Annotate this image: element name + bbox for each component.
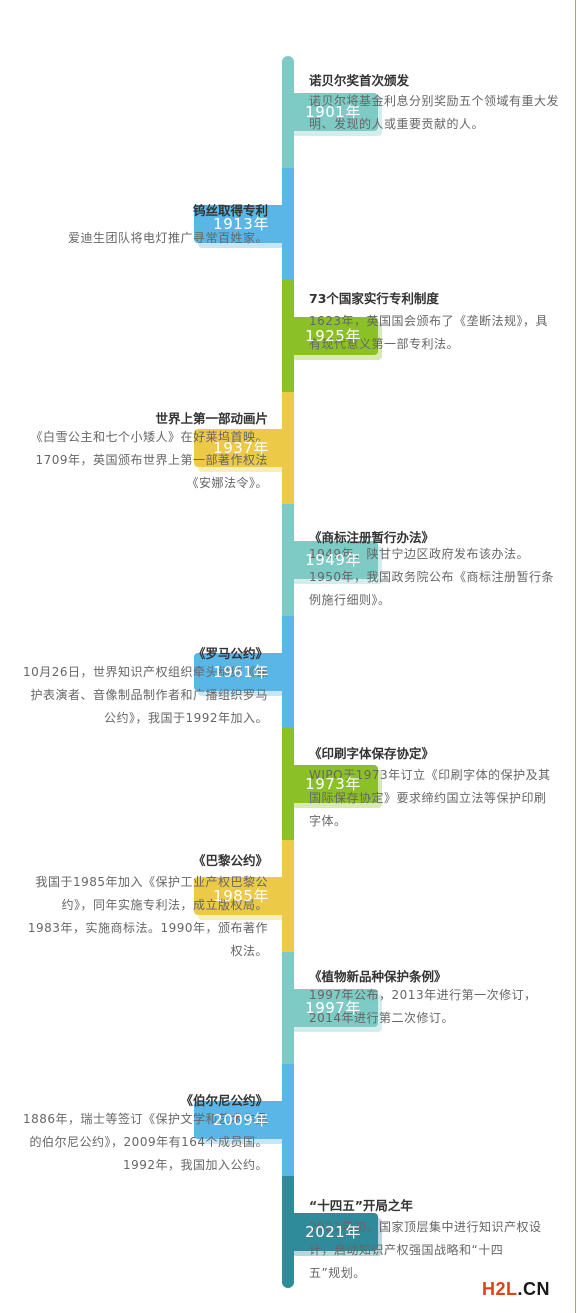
year-label: 1961年 [213, 663, 269, 681]
year-tag: 2021年 [288, 1213, 382, 1256]
description-line: 1997年公布，2013年进行第一次修订， [309, 988, 537, 1002]
year-tag: 1913年 [194, 205, 292, 248]
year-tag: 1997年 [288, 989, 382, 1032]
year-label: 1973年 [305, 775, 361, 793]
year-tag: 2009年 [194, 1101, 292, 1144]
event-title: 73个国家实行专利制度 [309, 291, 439, 306]
description-line: 有现代意义第一部专利法。 [309, 337, 460, 351]
timeline-spine-segment [282, 392, 294, 504]
timeline-spine-segment [282, 168, 294, 280]
event-title: 《印刷字体保存协定》 [309, 746, 435, 761]
event-description: 2021年初，国家顶层集中进行知识产权设计，启动知识产权强国战略和“十四五”规划… [309, 1216, 575, 1285]
timeline-spine-segment [282, 616, 294, 728]
description-line: 1983年，实施商标法。1990年，颁布著作 [27, 921, 268, 935]
year-label: 2009年 [213, 1111, 269, 1129]
event-title: 世界上第一部动画片 [155, 411, 268, 426]
description-line: 国际保存协定》要求缔约国立法等保护印刷 [309, 791, 547, 805]
year-tag: 1961年 [194, 653, 292, 696]
site-logo: H2L.CN [482, 1279, 550, 1300]
logo-cn: .CN [517, 1279, 551, 1299]
event-description: 1949年，陕甘宁边区政府发布该办法。 1950年，我国政务院公布《商标注册暂行条… [309, 543, 575, 612]
description-line: 1623年，英国国会颁布了《垄断法规》，具 [309, 314, 549, 328]
year-label: 1985年 [213, 887, 269, 905]
description-line: 《白雪公主和七个小矮人》在好莱坞首映。 [30, 430, 268, 444]
description-line: 字体。 [309, 814, 347, 828]
description-line: 五”规划。 [309, 1266, 366, 1280]
description-line: 1992年，我国加入公约。 [122, 1158, 268, 1172]
description-line: 例施行细则》。 [309, 593, 391, 607]
description-line: 2021年初，国家顶层集中进行知识产权设 [309, 1220, 542, 1234]
event-description: 1886年，瑞士等签订《保护文学和艺术作品的伯尔尼公约》，2009年有164个成… [0, 1108, 268, 1177]
description-line: 2014年进行第二次修订。 [309, 1011, 455, 1025]
year-label: 1997年 [305, 999, 361, 1017]
event-title: 《罗马公约》 [192, 646, 268, 661]
event-description: 10月26日，世界知识产权组织牵头缔结《保护表演者、音像制品制作者和广播组织罗马… [0, 661, 268, 730]
description-line: 我国于1985年加入《保护工业产权巴黎公 [35, 875, 268, 889]
timeline-spine-segment [282, 840, 294, 952]
year-tag: 1937年 [194, 429, 292, 472]
event-title: 《伯尔尼公约》 [180, 1093, 268, 1108]
description-line: 明、发现的人或重要贡献的人。 [309, 117, 485, 131]
year-label: 1925年 [305, 327, 361, 345]
event-title: 《巴黎公约》 [192, 853, 268, 868]
year-tag: 1985年 [194, 877, 292, 920]
event-title: “十四五”开局之年 [309, 1198, 413, 1213]
year-tag: 1949年 [288, 541, 382, 584]
year-label: 1937年 [213, 439, 269, 457]
description-line: 1709年，英国颁布世界上第一部著作权法 [35, 453, 268, 467]
year-label: 1901年 [305, 103, 361, 121]
description-line: 1949年，陕甘宁边区政府发布该办法。 [309, 547, 530, 561]
description-line: 计，启动知识产权强国战略和“十四 [309, 1243, 504, 1257]
description-line: 1950年，我国政务院公布《商标注册暂行条 [309, 570, 555, 584]
event-title: 诺贝尔奖首次颁发 [309, 73, 410, 88]
year-label: 2021年 [305, 1223, 361, 1241]
description-line: 10月26日，世界知识产权组织牵头缔结《保 [22, 665, 268, 679]
event-title: 《植物新品种保护条例》 [309, 969, 447, 984]
description-line: 护表演者、音像制品制作者和广播组织罗马 [30, 688, 268, 702]
event-description: 我国于1985年加入《保护工业产权巴黎公约》，同年实施专利法，成立版权局。198… [0, 871, 268, 963]
event-description: 爱迪生团队将电灯推广寻常百姓家。 [0, 227, 268, 250]
year-tag: 1901年 [288, 93, 382, 136]
description-line: 的伯尔尼公约》，2009年有164个成员国。 [29, 1135, 268, 1149]
description-line: 公约》，我国于1992年加入。 [103, 711, 268, 725]
year-label: 1949年 [305, 551, 361, 569]
event-description: 诺贝尔将基金利息分别奖励五个领域有重大发明、发现的人或重要贡献的人。 [309, 90, 575, 136]
event-description: 《白雪公主和七个小矮人》在好莱坞首映。 1709年，英国颁布世界上第一部著作权法《… [0, 426, 268, 495]
description-line: 权法。 [230, 944, 268, 958]
description-line: 《安娜法令》。 [186, 476, 268, 490]
event-description: 1997年公布，2013年进行第一次修订， 2014年进行第二次修订。 [309, 984, 575, 1030]
year-tag: 1973年 [288, 765, 382, 808]
description-line: 1886年，瑞士等签订《保护文学和艺术作品 [22, 1112, 268, 1126]
description-line: 诺贝尔将基金利息分别奖励五个领域有重大发 [309, 94, 560, 108]
event-title: 《商标注册暂行办法》 [309, 530, 435, 545]
year-label: 1913年 [213, 215, 269, 233]
year-tag: 1925年 [288, 317, 382, 360]
event-description: 1623年，英国国会颁布了《垄断法规》，具有现代意义第一部专利法。 [309, 310, 575, 356]
description-line: 爱迪生团队将电灯推广寻常百姓家。 [67, 231, 268, 245]
page-edge-line [575, 0, 576, 1313]
description-line: WIPO于1973年订立《印刷字体的保护及其 [309, 768, 551, 782]
logo-h2l: H2L [482, 1279, 518, 1299]
event-title: 钨丝取得专利 [192, 203, 268, 218]
description-line: 约》，同年实施专利法，成立版权局。 [61, 898, 268, 912]
timeline-spine-segment [282, 1064, 294, 1176]
event-description: WIPO于1973年订立《印刷字体的保护及其国际保存协定》要求缔约国立法等保护印… [309, 764, 575, 833]
